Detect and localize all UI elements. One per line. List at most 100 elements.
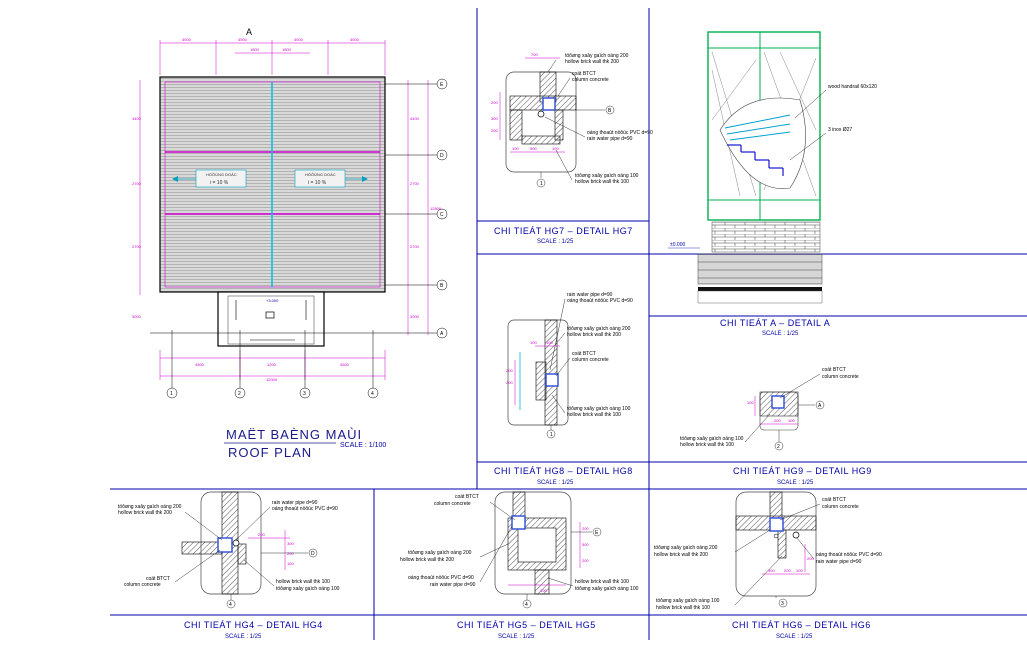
svg-text:hollow brick wall thk 200: hollow brick wall thk 200	[565, 59, 619, 65]
svg-text:oáng thoaùt nöôùc PVC d=90: oáng thoaùt nöôùc PVC d=90	[816, 552, 882, 558]
svg-text:i = 10 %: i = 10 %	[210, 180, 229, 186]
svg-text:100: 100	[512, 146, 519, 151]
detail-hg9: 100 200 100 coät BTCT column concrete tö…	[680, 367, 871, 486]
svg-text:töôøng xaây gaïch oáng 200: töôøng xaây gaïch oáng 200	[654, 545, 718, 551]
svg-text:rain water pipe d=90: rain water pipe d=90	[816, 559, 862, 565]
roof-plan: A 4500 4500 4500 4500 1800 1800 4400 270…	[132, 27, 448, 460]
svg-text:100: 100	[540, 588, 547, 593]
svg-text:column concrete: column concrete	[434, 501, 471, 507]
svg-text:töôøng xaây gaïch oáng 100: töôøng xaây gaïch oáng 100	[656, 598, 720, 604]
svg-text:oáng thoaùt nöôùc PVC d=90: oáng thoaùt nöôùc PVC d=90	[567, 298, 633, 304]
hg4-axis-right: D	[311, 551, 315, 557]
grid-row-a: A	[440, 331, 444, 337]
dim-left-4: 3000	[132, 314, 142, 319]
roof-plan-scale: SCALE : 1/100	[340, 442, 386, 449]
hg9-scale: SCALE : 1/25	[777, 480, 814, 486]
svg-text:hollow brick wall thk 100: hollow brick wall thk 100	[656, 605, 710, 611]
svg-text:töôøng xaây gaïch oáng 100: töôøng xaây gaïch oáng 100	[575, 586, 639, 592]
svg-text:wood handrail 60x120: wood handrail 60x120	[828, 84, 877, 90]
svg-text:hollow brick wall thk 100: hollow brick wall thk 100	[575, 579, 629, 585]
detail-hg6: 300 200 100 200 coät BTCT column concret…	[654, 491, 882, 640]
grid-col-1: 1	[170, 391, 173, 397]
svg-text:töôøng xaây gaïch oáng 200: töôøng xaây gaïch oáng 200	[118, 504, 182, 510]
hg6-title: CHI TIEÁT HG6 – DETAIL HG6	[732, 620, 871, 630]
svg-text:oáng thoaùt nöôùc PVC d=90: oáng thoaùt nöôùc PVC d=90	[587, 130, 653, 136]
detail-a-title: CHI TIEÁT A – DETAIL A	[720, 318, 830, 328]
svg-text:500: 500	[582, 542, 589, 547]
roof-plan-title-vn: MAËT BAÈNG MAÙI	[226, 427, 362, 442]
roof-plan-title-en: ROOF PLAN	[228, 445, 312, 460]
hg4-title: CHI TIEÁT HG4 – DETAIL HG4	[184, 620, 323, 630]
detail-a-scale: SCALE : 1/25	[762, 331, 799, 337]
svg-text:hollow brick wall thk 200: hollow brick wall thk 200	[567, 332, 621, 338]
svg-text:3 inox Ø27: 3 inox Ø27	[828, 127, 852, 133]
svg-text:100: 100	[747, 400, 754, 405]
svg-text:töôøng xaây gaïch oáng 100: töôøng xaây gaïch oáng 100	[276, 586, 340, 592]
svg-text:column concrete: column concrete	[124, 582, 161, 588]
slope-right: HÖÔÙNG DOÁC i = 10 %	[294, 169, 368, 188]
hg9-axis-right: A	[818, 403, 822, 409]
svg-text:HÖÔÙNG DOÁC: HÖÔÙNG DOÁC	[206, 172, 237, 177]
roof-annex	[217, 291, 325, 347]
svg-text:hollow brick wall thk 100: hollow brick wall thk 100	[575, 179, 629, 185]
svg-text:HÖÔÙNG DOÁC: HÖÔÙNG DOÁC	[305, 172, 336, 177]
svg-text:column concrete: column concrete	[572, 357, 609, 363]
dim-top-2: 4500	[238, 37, 248, 42]
svg-text:hollow brick wall thk 100: hollow brick wall thk 100	[680, 442, 734, 448]
dim-top-4: 4500	[350, 37, 360, 42]
svg-text:300: 300	[768, 568, 775, 573]
svg-text:rain water pipe d=90: rain water pipe d=90	[587, 136, 633, 142]
grid-col-3: 3	[303, 391, 306, 397]
svg-text:200: 200	[582, 526, 589, 531]
svg-text:500: 500	[530, 146, 537, 151]
hg6-scale: SCALE : 1/25	[776, 634, 813, 640]
dim-top-inner-1: 1800	[250, 47, 260, 52]
svg-text:töôøng xaây gaïch oáng 200: töôøng xaây gaïch oáng 200	[408, 550, 472, 556]
dim-left-1: 4400	[132, 116, 142, 121]
svg-text:hollow brick wall thk 200: hollow brick wall thk 200	[654, 552, 708, 558]
hg8-axis-bottom: 1	[550, 432, 553, 438]
svg-text:oáng thoaùt nöôùc PVC d=90: oáng thoaùt nöôùc PVC d=90	[408, 575, 474, 581]
svg-text:200: 200	[784, 568, 791, 573]
hg7-scale: SCALE : 1/25	[537, 239, 574, 245]
dim-top-3: 4500	[294, 37, 304, 42]
sheet-frame	[110, 8, 1027, 640]
hg8-scale: SCALE : 1/25	[537, 480, 574, 486]
dim-right-total: 12800	[430, 206, 442, 211]
svg-text:200: 200	[506, 368, 513, 373]
svg-text:100: 100	[530, 340, 537, 345]
hg5-scale: SCALE : 1/25	[498, 634, 535, 640]
svg-text:100: 100	[552, 146, 559, 151]
svg-text:coät BTCT: coät BTCT	[572, 351, 596, 357]
svg-text:column concrete: column concrete	[822, 504, 859, 510]
grid-row-b: B	[440, 283, 444, 289]
detail-hg5: 200 500 200 100 coät BTCT column concret…	[400, 491, 639, 640]
roof-level: +3.000	[266, 298, 279, 303]
hg9-axis-bottom: 2	[777, 444, 780, 450]
dim-bottom-2: 1200	[267, 362, 277, 367]
dim-top-1: 4500	[182, 37, 192, 42]
hg5-axis-right: E	[595, 530, 599, 536]
dim-left-3: 2700	[132, 244, 142, 249]
slope-left: HÖÔÙNG DOÁC i = 10 %	[172, 169, 247, 188]
dim-right-4: 3000	[410, 314, 420, 319]
svg-text:100: 100	[796, 568, 803, 573]
svg-text:rain water pipe d=90: rain water pipe d=90	[567, 292, 613, 298]
svg-text:töôøng xaây gaïch oáng 100: töôøng xaây gaïch oáng 100	[567, 406, 631, 412]
svg-text:coät BTCT: coät BTCT	[455, 494, 479, 500]
dim-bottom-total: 12000	[266, 377, 278, 382]
svg-text:300: 300	[287, 541, 294, 546]
dim-top-inner-2: 1800	[282, 47, 292, 52]
hg8-title: CHI TIEÁT HG8 – DETAIL HG8	[494, 466, 633, 476]
svg-text:column concrete: column concrete	[822, 374, 859, 380]
svg-text:200: 200	[582, 558, 589, 563]
dim-right-3: 2700	[410, 244, 420, 249]
roof-drain-box	[265, 311, 275, 319]
detail-a-level: ±0.000	[670, 242, 685, 248]
dim-bottom-3: 4500	[340, 362, 350, 367]
svg-text:300: 300	[491, 116, 498, 121]
svg-text:700: 700	[531, 52, 538, 57]
svg-text:oáng thoaùt nöôùc PVC d=90: oáng thoaùt nöôùc PVC d=90	[272, 506, 338, 512]
grid-row-c: C	[440, 212, 444, 218]
